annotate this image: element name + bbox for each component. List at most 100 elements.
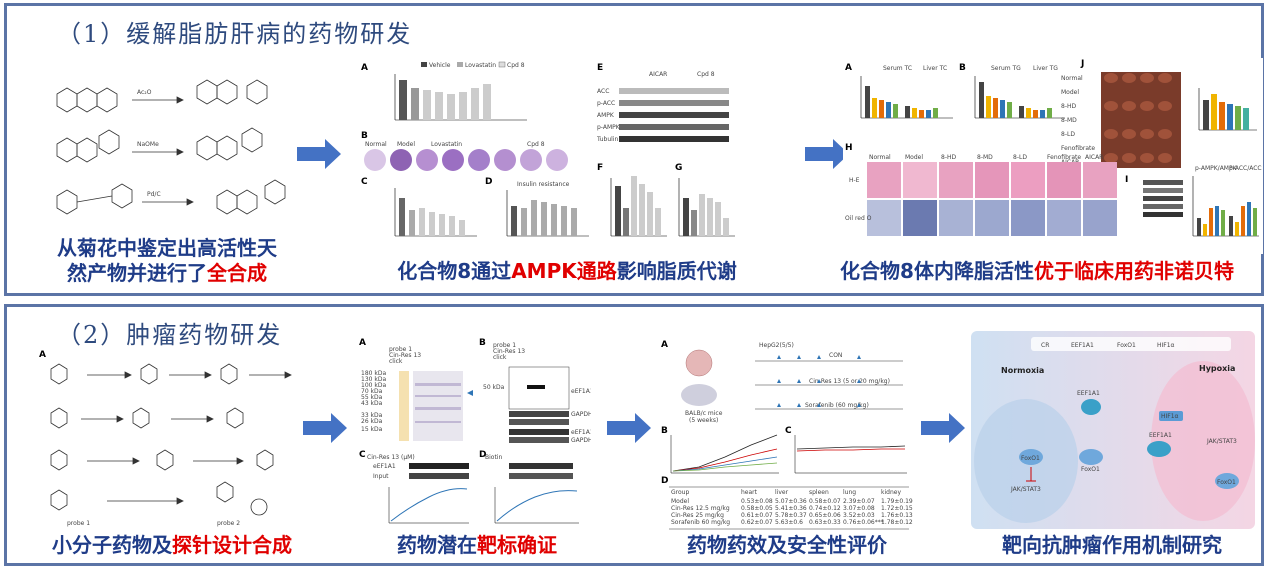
svg-text:D: D xyxy=(479,450,486,460)
svg-text:50 kDa: 50 kDa xyxy=(483,384,505,391)
svg-text:Sorafenib (60 mg/kg): Sorafenib (60 mg/kg) xyxy=(805,402,869,409)
table-cell: 5.41±0.36 xyxy=(775,505,807,512)
svg-text:p-AMPK: p-AMPK xyxy=(597,124,621,131)
table-cell: 0.74±0.12 xyxy=(809,505,841,512)
svg-text:Normal: Normal xyxy=(365,141,387,148)
caption-synthesis: 从菊花中鉴定出高活性天 然产物并进行了全合成 xyxy=(57,236,277,285)
svg-text:Cin-Res 13: Cin-Res 13 xyxy=(389,352,421,359)
panel-fatty-liver: （1）缓解脂肪肝病的药物研发 Ac₂O NaOMe xyxy=(4,3,1264,296)
svg-text:Model: Model xyxy=(1061,89,1079,96)
table-cell: 3.07±0.08 xyxy=(843,505,875,512)
svg-text:GAPDH: GAPDH xyxy=(571,437,591,444)
svg-text:B: B xyxy=(959,63,966,73)
svg-text:Fenofibrate: Fenofibrate xyxy=(1061,145,1095,152)
table-cell: 3.52±0.03 xyxy=(843,512,875,519)
caption-mechanism: 靶向抗肿瘤作用机制研究 xyxy=(1002,533,1222,557)
table-cell: 0.65±0.06 xyxy=(809,512,841,519)
flow-arrow-2 xyxy=(805,139,849,169)
svg-text:Normoxia: Normoxia xyxy=(1001,366,1044,375)
flow-arrow-3 xyxy=(303,413,347,443)
svg-text:Normal: Normal xyxy=(1061,75,1083,82)
svg-text:Cin-Res 13 (5 or 20 mg/kg): Cin-Res 13 (5 or 20 mg/kg) xyxy=(809,378,890,385)
svg-text:43 kDa: 43 kDa xyxy=(361,400,383,407)
table-cell: Model xyxy=(671,498,689,505)
svg-text:click: click xyxy=(493,354,507,361)
svg-text:Normal: Normal xyxy=(869,154,891,161)
svg-text:p-ACC: p-ACC xyxy=(597,100,615,107)
svg-text:AICAR: AICAR xyxy=(649,71,667,78)
svg-text:p-ACC/ACC: p-ACC/ACC xyxy=(1229,165,1262,172)
table-cell: 0.63±0.33 xyxy=(809,519,841,526)
svg-text:Cpd 8: Cpd 8 xyxy=(527,141,545,148)
svg-text:H-E: H-E xyxy=(849,177,860,184)
svg-text:JAK/STAT3: JAK/STAT3 xyxy=(1010,486,1041,493)
table-header-cell: heart xyxy=(741,489,758,496)
svg-text:Cin-Res 13: Cin-Res 13 xyxy=(493,348,525,355)
svg-text:Fenofibrate: Fenofibrate xyxy=(1047,154,1081,161)
svg-text:FoxO1: FoxO1 xyxy=(1117,342,1136,349)
table-cell: 0.76±0.06*** xyxy=(843,519,884,526)
synthesis-scheme-image: Ac₂O NaOMe Pd/C xyxy=(37,56,297,226)
svg-text:C: C xyxy=(359,450,366,460)
svg-text:EEF1A1: EEF1A1 xyxy=(1149,432,1172,439)
svg-text:ACC: ACC xyxy=(597,88,609,95)
table-cell: 0.62±0.07 xyxy=(741,519,773,526)
svg-text:NaOMe: NaOMe xyxy=(137,141,159,148)
svg-text:Liver TC: Liver TC xyxy=(923,65,947,72)
table-cell: 5.07±0.36 xyxy=(775,498,807,505)
svg-text:HIF1α: HIF1α xyxy=(1161,413,1179,420)
svg-text:eEF1A1: eEF1A1 xyxy=(571,388,591,395)
svg-text:EEF1A1: EEF1A1 xyxy=(1077,390,1100,397)
svg-text:Cpd 8: Cpd 8 xyxy=(697,71,715,78)
svg-text:A: A xyxy=(845,63,852,73)
table-header-cell: Group xyxy=(671,489,689,496)
svg-text:Lovastatin: Lovastatin xyxy=(465,62,496,69)
svg-text:55 kDa: 55 kDa xyxy=(361,394,383,401)
svg-text:A: A xyxy=(661,340,668,350)
probe-synthesis-scheme: A probe 1 probe 2 xyxy=(37,347,307,527)
svg-text:GAPDH: GAPDH xyxy=(571,411,591,418)
svg-text:8-HD: 8-HD xyxy=(941,154,956,161)
svg-text:(5 weeks): (5 weeks) xyxy=(689,417,718,424)
svg-text:Biotin: Biotin xyxy=(485,454,502,461)
table-cell: 0.53±0.08 xyxy=(741,498,773,505)
svg-text:8-MD: 8-MD xyxy=(1061,117,1077,124)
caption-in-vivo: 化合物8体内降脂活性优于临床用药非诺贝特 xyxy=(840,259,1234,283)
table-cell: Cin-Res 25 mg/kg xyxy=(671,512,724,519)
svg-text:probe 1: probe 1 xyxy=(67,520,90,527)
table-cell: Cin-Res 12.5 mg/kg xyxy=(671,505,730,512)
svg-text:130 kDa: 130 kDa xyxy=(361,376,386,383)
svg-text:C: C xyxy=(361,177,368,187)
table-cell: 0.58±0.07 xyxy=(809,498,841,505)
svg-text:EEF1A1: EEF1A1 xyxy=(1071,342,1094,349)
flow-arrow-1 xyxy=(297,139,341,169)
svg-text:Insulin resistance: Insulin resistance xyxy=(517,181,570,188)
svg-text:Model: Model xyxy=(397,141,415,148)
section-title-1: （1）缓解脂肪肝病的药物研发 xyxy=(57,20,413,48)
table-header-cell: lung xyxy=(843,489,856,496)
svg-text:Liver TG: Liver TG xyxy=(1033,65,1058,72)
svg-text:FoxO1: FoxO1 xyxy=(1081,466,1100,473)
svg-text:8-LD: 8-LD xyxy=(1061,131,1075,138)
svg-text:click: click xyxy=(389,358,403,365)
svg-text:probe 1: probe 1 xyxy=(389,346,412,353)
svg-text:33 kDa: 33 kDa xyxy=(361,412,383,419)
svg-text:B: B xyxy=(479,338,486,348)
svg-text:FoxO1: FoxO1 xyxy=(1217,479,1236,486)
svg-text:100 kDa: 100 kDa xyxy=(361,382,386,389)
svg-text:Input: Input xyxy=(373,473,389,480)
svg-text:BALB/c mice: BALB/c mice xyxy=(685,410,723,417)
svg-text:Ac₂O: Ac₂O xyxy=(137,89,152,96)
table-cell: 1.72±0.15 xyxy=(881,505,913,512)
table-cell: 5.78±0.37 xyxy=(775,512,807,519)
svg-text:CON: CON xyxy=(829,352,842,359)
svg-text:G: G xyxy=(675,163,682,173)
svg-text:AICAR: AICAR xyxy=(1085,154,1103,161)
table-cell: 0.61±0.07 xyxy=(741,512,773,519)
svg-text:Lovastatin: Lovastatin xyxy=(431,141,462,148)
caption-probe-design: 小分子药物及探针设计合成 xyxy=(52,533,292,557)
mechanism-diagram: CR EEF1A1 FoxO1 HIF1α Normoxia Hypoxia E… xyxy=(971,331,1255,529)
svg-text:8-HD: 8-HD xyxy=(1061,103,1076,110)
svg-text:D: D xyxy=(661,476,668,486)
